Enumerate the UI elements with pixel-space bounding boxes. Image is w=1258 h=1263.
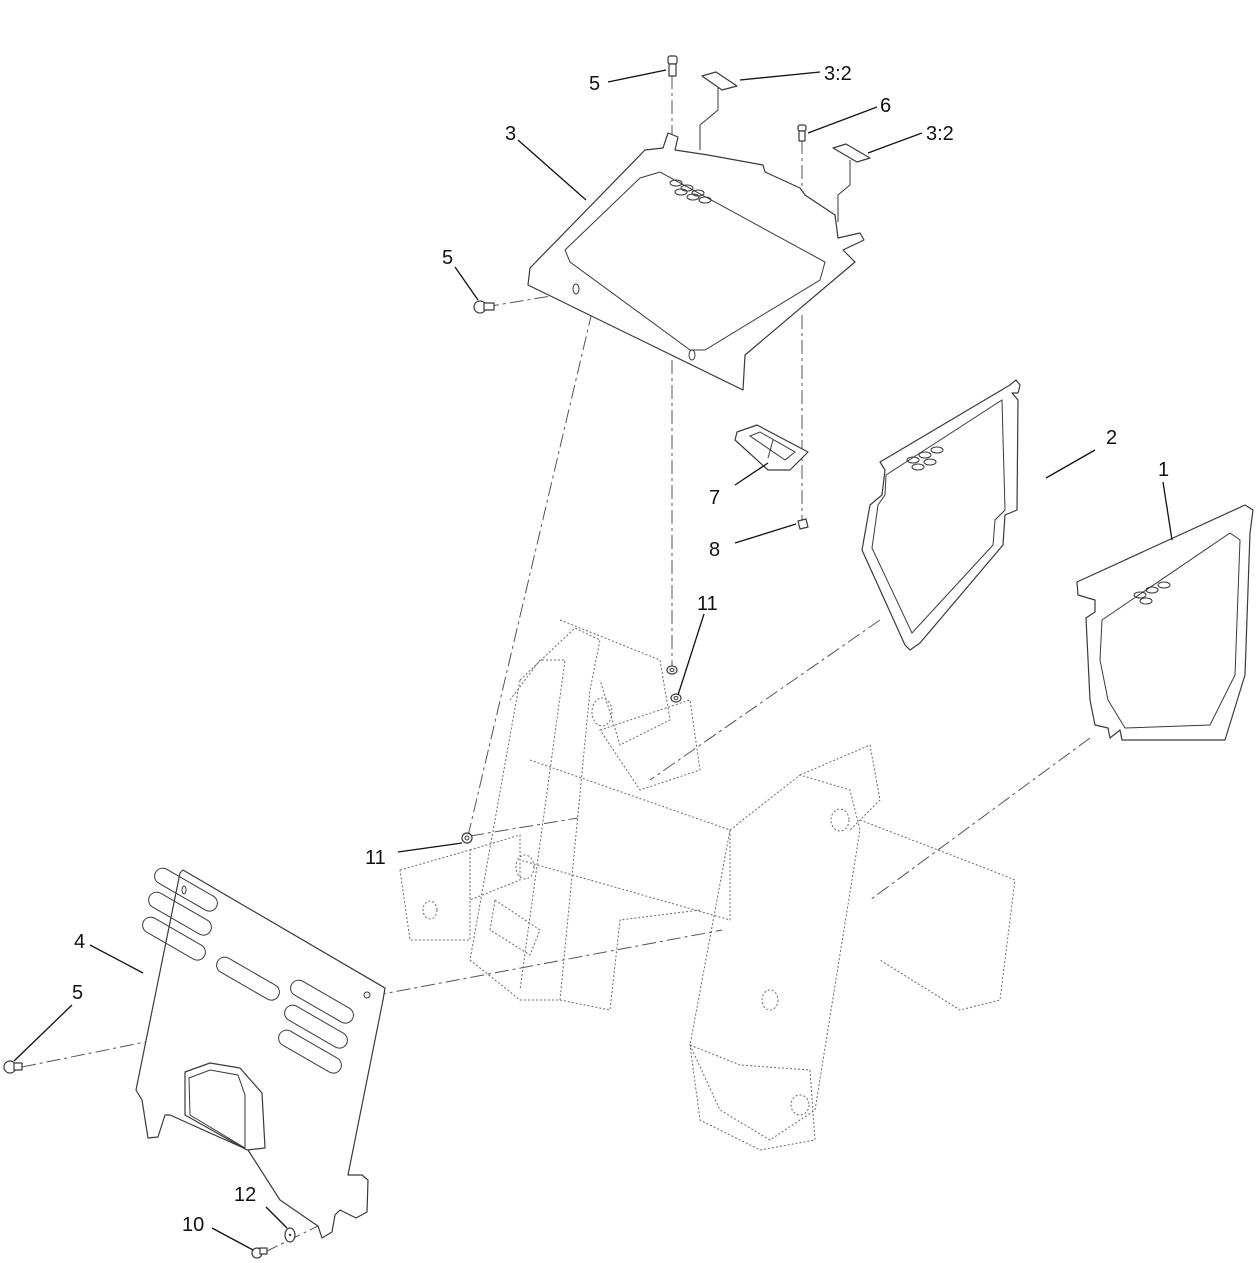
louver-slots [142, 867, 354, 1074]
logo-mesh-icon [906, 446, 944, 471]
part-7-bracket-plate[interactable] [734, 424, 809, 471]
part-3-2-decal-b[interactable] [832, 143, 871, 222]
callout-3-2-b: 3:2 [926, 123, 954, 145]
callout-5-lower: 5 [72, 982, 84, 1004]
part-5-bolt-lower[interactable] [3, 1060, 23, 1074]
callout-2: 2 [1106, 427, 1118, 449]
part-10-bolt[interactable] [251, 1247, 268, 1259]
loader-frame [399, 619, 1016, 1151]
callout-10: 10 [182, 1214, 205, 1236]
callout-7: 7 [709, 487, 721, 509]
callout-11-top: 11 [697, 593, 718, 615]
callout-8: 8 [709, 539, 721, 561]
callout-3: 3 [505, 123, 517, 145]
part-5-bolt-top[interactable] [667, 55, 678, 77]
part-3-2-decal-a[interactable] [699, 71, 738, 150]
callout-leaders [13, 69, 1173, 1251]
part-8-nut[interactable] [797, 518, 809, 530]
part-6-screw[interactable] [797, 124, 807, 142]
callout-3-2-a: 3:2 [824, 63, 852, 85]
callout-4: 4 [74, 931, 86, 953]
part-12-flat-washer[interactable] [284, 1227, 296, 1243]
part-4-front-panel[interactable] [135, 865, 386, 1239]
callout-5-top: 5 [589, 73, 601, 95]
logo-mesh-icon [1133, 581, 1171, 605]
part-11-washer-lower[interactable] [461, 832, 473, 844]
callout-1: 1 [1158, 459, 1170, 481]
callout-12: 12 [234, 1184, 257, 1206]
part-1-side-screen-outer[interactable] [1076, 504, 1254, 741]
part-2-side-screen-inner[interactable] [861, 379, 1021, 651]
callout-11-lower: 11 [365, 847, 386, 869]
logo-mesh-icon [669, 179, 712, 204]
part-5-bolt-left[interactable] [473, 300, 495, 314]
callout-5-left: 5 [442, 247, 454, 269]
callout-6: 6 [880, 95, 892, 117]
part-3-top-screen[interactable] [527, 132, 865, 391]
part-11-washer-top[interactable] [666, 665, 682, 703]
